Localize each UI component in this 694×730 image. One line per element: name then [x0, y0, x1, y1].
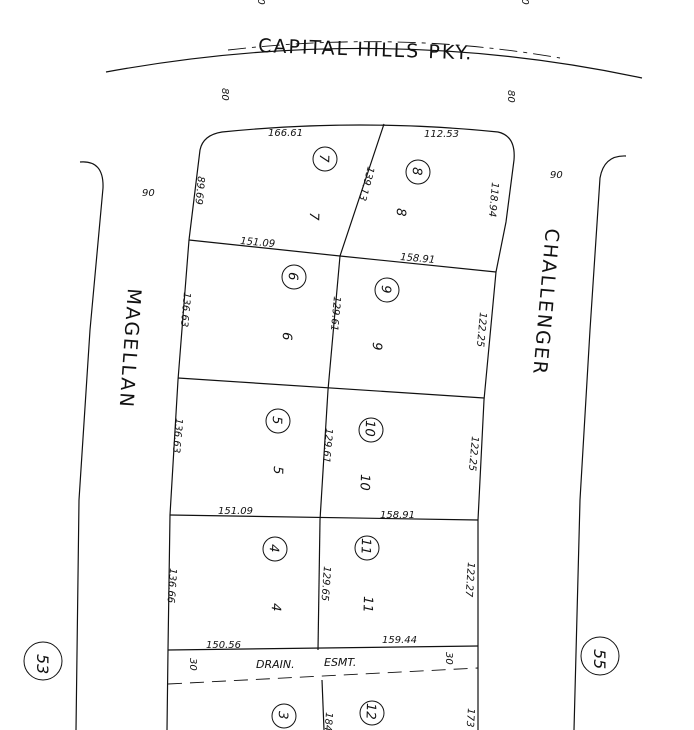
lot-10[interactable]: 10 10	[356, 417, 384, 491]
challenger-curb	[573, 155, 627, 730]
dim-lot10-east: 122.25	[466, 436, 480, 472]
lot-4[interactable]: 4 4	[262, 536, 288, 612]
dim-lot4-5-line: 151.09	[218, 506, 253, 517]
lot-7[interactable]: 7 7	[306, 146, 338, 222]
dim-lot4-11-line: 129.65	[319, 566, 332, 602]
capital-hills-centerline	[227, 41, 561, 59]
svg-text:4: 4	[268, 603, 283, 612]
lot-line-mid-lower	[319, 389, 329, 521]
svg-text:4: 4	[266, 544, 281, 553]
magellan-label: MAGELLAN	[115, 288, 145, 410]
road-width-top-left: 80	[219, 88, 230, 101]
dim-top-left: 166.61	[268, 128, 303, 139]
dim-lot8-9-line: 158.91	[400, 252, 436, 266]
drain-esmt-line	[167, 667, 479, 685]
svg-text:11: 11	[359, 596, 375, 613]
svg-text:11: 11	[357, 538, 373, 555]
adjacent-map-right: 55	[590, 649, 609, 669]
dim-lot5-10-line: 129.61	[320, 428, 334, 464]
dim-lot3-4-line: 150.56	[206, 640, 241, 651]
lot-line-mid-upper	[327, 255, 341, 391]
lot-8[interactable]: 8 8	[393, 159, 431, 217]
dim-lot4-west: 136.66	[165, 568, 178, 604]
dim-lot10-11-line: 158.91	[380, 510, 415, 521]
svg-text:9: 9	[378, 285, 393, 294]
dim-lot6-9-line: 129.61	[328, 296, 342, 332]
road-width-right: 90	[550, 170, 563, 181]
lot-line-7-8	[339, 123, 385, 257]
lot-line-3-12	[321, 679, 325, 730]
capital-hills-label: CAPITAL HILLS PKY.	[258, 35, 474, 64]
lot-6[interactable]: 6 6	[279, 264, 307, 341]
dim-lot11-12-line: 159.44	[382, 635, 417, 646]
dim-lot12-east: 173	[464, 708, 476, 728]
adjacent-map-left-circle	[23, 641, 63, 681]
lot-line-8-9	[339, 255, 497, 273]
dim-lot8-east: 118.94	[486, 182, 500, 218]
dim-lot11-east: 122.27	[463, 562, 476, 598]
dim-lot6-west: 136.63	[178, 292, 192, 328]
road-width-left: 90	[142, 188, 155, 199]
esmt-width-left: 30	[187, 658, 198, 671]
svg-text:7: 7	[316, 154, 331, 164]
magellan-curb	[75, 161, 104, 730]
lot-line-4-5	[169, 514, 479, 521]
dim-lot7-west: 89.69	[193, 176, 206, 205]
esmt-width-right: 30	[443, 652, 454, 665]
road-width-top-right: 80	[505, 90, 516, 103]
lot-line-6-7	[188, 239, 341, 257]
lot-11[interactable]: 11 11	[354, 535, 380, 613]
svg-text:5: 5	[270, 466, 285, 475]
svg-text:8: 8	[393, 208, 408, 217]
dim-top-right: 112.53	[424, 129, 459, 140]
lot-5[interactable]: 5 5	[265, 408, 291, 475]
svg-text:12: 12	[362, 703, 378, 720]
dim-lot6-7-line: 151.09	[240, 236, 276, 250]
lot-line-mid-bottom	[317, 519, 321, 651]
svg-text:6: 6	[285, 272, 300, 281]
dim-lot7-8-line: 139.13	[356, 165, 376, 202]
svg-text:7: 7	[306, 212, 321, 222]
esmt-label-esmt: ESMT.	[324, 656, 356, 669]
dim-lot5-west: 136.63	[170, 418, 184, 454]
svg-text:8: 8	[409, 167, 424, 176]
svg-text:10: 10	[361, 420, 377, 437]
svg-text:5: 5	[269, 416, 284, 425]
adjacent-map-left: 53	[33, 654, 52, 674]
road-width-top-edge-right: 80	[519, 0, 530, 5]
svg-text:3: 3	[275, 711, 290, 720]
svg-text:10: 10	[356, 474, 372, 491]
challenger-label: CHALLENGER	[528, 228, 563, 377]
adjacent-map-right-circle	[580, 636, 620, 676]
lot-9[interactable]: 9 9	[369, 277, 400, 351]
dim-lot9-east: 122.25	[474, 312, 488, 348]
capital-hills-curb	[105, 47, 643, 79]
esmt-label-drain: DRAIN.	[256, 658, 295, 671]
dim-lot3-12-line: 184	[322, 712, 334, 730]
road-width-top-edge-left: 80	[255, 0, 266, 5]
lot-line-3-4	[167, 645, 479, 651]
lot-line-5-6	[177, 377, 485, 399]
lot-12[interactable]: 12	[359, 700, 385, 726]
svg-text:9: 9	[369, 342, 384, 351]
svg-text:6: 6	[279, 332, 294, 341]
lot-3[interactable]: 3	[271, 703, 297, 729]
